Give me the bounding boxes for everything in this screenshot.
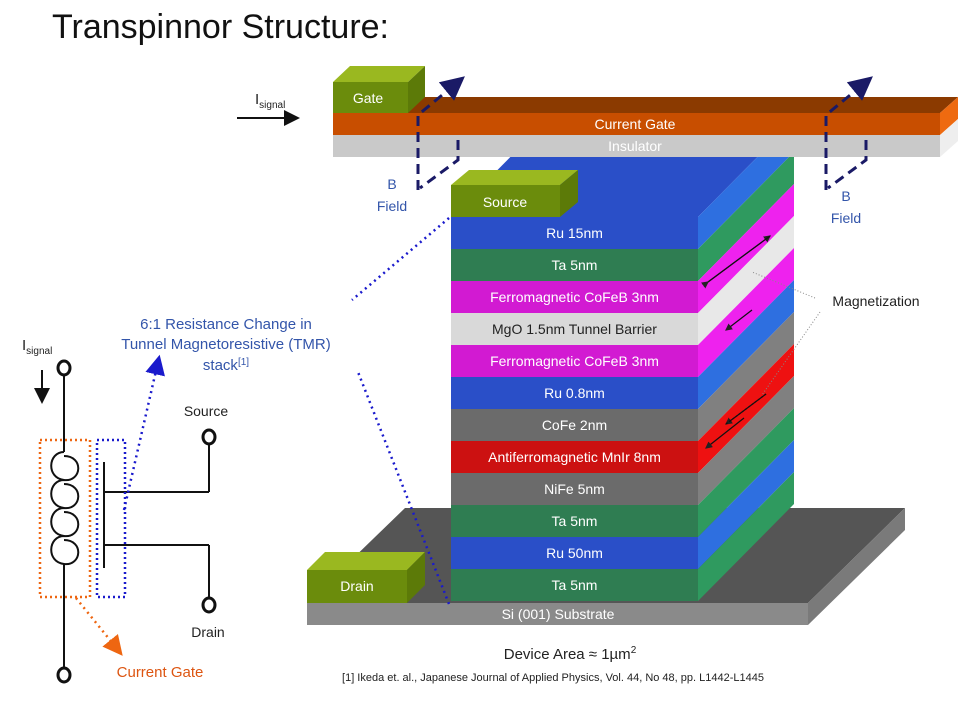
stack-layer-side [698,216,794,345]
source-tab: Source [451,170,578,217]
stack-layer-side [698,472,794,601]
device-area-exp: 2 [631,645,637,656]
magnetization-arrow-afm-2 [705,417,745,449]
circuit-signal-sub: signal [26,346,52,357]
magnetization-label: Magnetization [832,293,919,309]
stack-layer-label: Ferromagnetic CoFeB 3nm [490,289,659,305]
stack-layer-label: Ru 0.8nm [544,385,605,401]
tmr-note-line1: 6:1 Resistance Change in [140,316,312,333]
device-area-prefix: Device Area [504,646,589,663]
stack-layer [451,377,698,409]
stack-layer-side [698,376,794,505]
current-gate-callout-arrow [75,597,123,656]
stack-layer [451,569,698,601]
reference-citation: [1] Ikeda et. al., Japanese Journal of A… [342,672,764,684]
tmr-callout-arrow [122,354,165,511]
device-area-value: 1µm [597,646,631,663]
tmr-note-line2: Tunnel Magnetoresistive (TMR) [121,336,331,353]
circuit-top-terminal [56,359,72,377]
stack-layer [451,473,698,505]
stack-layer-label: CoFe 2nm [542,417,607,433]
gate-tab: Gate [333,66,425,113]
tmr-note-line3: stack [203,357,239,374]
circuit-source-label: Source [184,403,229,419]
stack-layer [451,281,698,313]
stack-layer-label: Ta 5nm [552,577,598,593]
magnetization-arrow-free-back [701,235,771,289]
gate-bar: Current Gate Insulator [333,97,958,157]
gate-signal-main: I [255,91,259,108]
current-gate-strip [333,113,940,135]
stack-layer [451,409,698,441]
b-field-right-line2: Field [831,210,861,226]
b-field-loop-left [416,76,465,190]
circuit-drain-label: Drain [191,624,224,640]
magnetization-arrow-pinned [725,309,753,331]
gate-tab-label: Gate [353,90,384,106]
b-field-left-line1: B [387,176,396,192]
stack-layer [451,537,698,569]
b-field-right-line1: B [841,188,850,204]
circuit-signal-main: I [22,337,26,354]
stack-layer-label: Ru 15nm [546,225,603,241]
svg-text:Device Area ≈ 1µm2: Device Area ≈ 1µm2 [504,645,637,663]
tmr-stack-box [95,438,127,599]
stack-layer-side [698,312,794,441]
magnetization-arrow-afm-dashed [725,393,767,425]
stack-layer-side [698,184,794,313]
device-area-approx: ≈ [589,646,597,663]
tmr-note-ref: [1] [238,357,249,368]
gate-signal-indicator: Isignal [237,91,300,126]
b-field-loop-right [824,76,873,190]
stack-layer-label: Ferromagnetic CoFeB 3nm [490,353,659,369]
current-gate-label: Current Gate [595,116,676,132]
stack-layer-side [698,440,794,569]
svg-text:stack[1]: stack[1] [203,357,249,374]
page-title: Transpinnor Structure: [52,8,389,46]
drain-tab-label: Drain [340,578,373,594]
source-tab-label: Source [483,194,528,210]
source-terminal [201,428,217,446]
svg-text:Isignal: Isignal [255,91,285,111]
stack-layer [451,217,698,249]
gate-coil [50,451,80,566]
stack-layer-label: Ru 50nm [546,545,603,561]
stack-layer [451,345,698,377]
stack-layer [451,441,698,473]
zoom-line-top [351,217,450,301]
circuit-schematic: Isignal Source Drain [22,337,229,684]
b-field-left-line2: Field [377,198,407,214]
stack-layer-label: NiFe 5nm [544,481,605,497]
stack-layer-side [698,248,794,377]
drain-terminal [201,596,217,614]
circuit-current-gate-label: Current Gate [117,664,204,681]
stack-layer-side [698,408,794,537]
stack-layer [451,313,698,345]
circuit-bottom-terminal [56,666,72,684]
stack-layer-label: Ta 5nm [552,257,598,273]
stack-layer-side [698,152,794,281]
gate-signal-sub: signal [259,100,285,111]
stack-layer [451,505,698,537]
drain-tab: Drain [307,552,425,603]
insulator-label: Insulator [608,138,662,154]
current-gate-box [38,438,92,599]
stack-layer-side [698,280,794,409]
stack-layer-label: Antiferromagnetic MnIr 8nm [488,449,661,465]
stack-layer [451,249,698,281]
stack-layer-label: MgO 1.5nm Tunnel Barrier [492,321,657,337]
substrate-label: Si (001) Substrate [502,606,615,622]
stack-layer-label: Ta 5nm [552,513,598,529]
svg-text:Isignal: Isignal [22,337,52,357]
magnetization-leader-2 [761,311,821,396]
insulator-strip [333,135,940,157]
